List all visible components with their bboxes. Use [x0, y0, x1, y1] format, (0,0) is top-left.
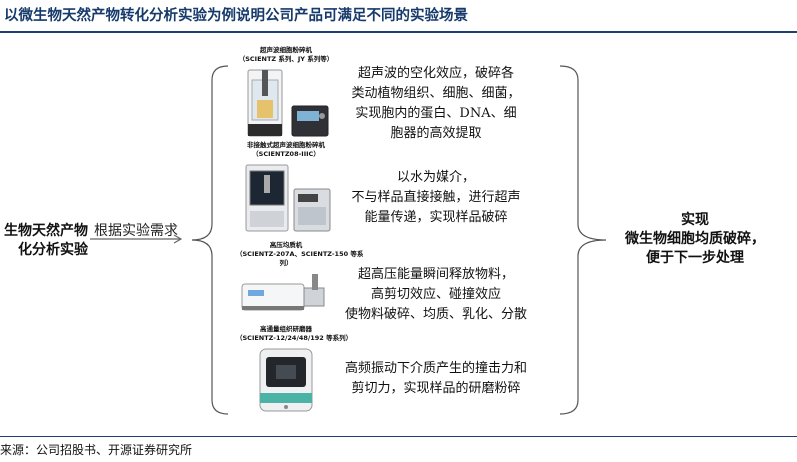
- product-name: 高通量组织研磨器: [236, 325, 336, 334]
- product-high-pressure-homogenizer: 高压均质机 （SCIENTZ-207A、SCIENTZ-150 等系 列）: [236, 241, 336, 314]
- description-line: 类动植物组织、细胞、细菌，: [336, 84, 536, 104]
- description-line: 超高压能量瞬间释放物料，: [336, 265, 536, 285]
- left-label-line-1: 生物天然产物: [0, 222, 88, 241]
- product-name: 超声波细胞粉碎机: [236, 46, 336, 55]
- footer-rule: [0, 436, 797, 437]
- description-line: 能量传递，实现样品破碎: [336, 208, 536, 228]
- product-noncontact-sonicator: 非接触式超声波细胞粉碎机 （SCIENTZ08-IIIC）: [236, 141, 336, 233]
- product-description-1: 超声波的空化效应，破碎各 类动植物组织、细胞、细菌， 实现胞内的蛋白、DNA、细…: [336, 64, 536, 144]
- right-brace-icon: [556, 64, 612, 416]
- description-line: 使物料破碎、均质、乳化、分散: [336, 305, 536, 325]
- result-line-2: 微生物细胞均质破碎，: [610, 230, 780, 249]
- arrow-icon: [90, 230, 186, 246]
- product-model: （SCIENTZ08-IIIC）: [236, 150, 336, 159]
- product-tissue-grinder: 高通量组织研磨器 （SCIENTZ-12/24/48/192 等系列）: [236, 325, 336, 415]
- left-label-line-2: 化分析实验: [0, 241, 88, 260]
- result-line-3: 便于下一步处理: [610, 249, 780, 268]
- description-line: 实现胞内的蛋白、DNA、细: [336, 104, 536, 124]
- description-line: 超声波的空化效应，破碎各: [336, 64, 536, 84]
- result-line-1: 实现: [610, 211, 780, 230]
- product-description-4: 高频振动下介质产生的撞击力和 剪切力，实现样品的研磨粉碎: [336, 359, 536, 399]
- product-model: （SCIENTZ-12/24/48/192 等系列）: [236, 334, 336, 343]
- description-line: 不与样品直接接触，进行超声: [336, 188, 536, 208]
- product-model: （SCIENTZ 系列、JY 系列等）: [236, 55, 336, 64]
- product-description-3: 超高压能量瞬间释放物料， 高剪切效应、碰撞效应 使物料破碎、均质、乳化、分散: [336, 265, 536, 325]
- high-pressure-homogenizer-icon: [238, 270, 334, 314]
- product-model-cont: 列）: [236, 259, 336, 268]
- source-note: 来源：公司招股书、开源证券研究所: [0, 441, 192, 459]
- left-brace-icon: [186, 64, 236, 416]
- description-line: 高剪切效应、碰撞效应: [336, 285, 536, 305]
- product-name: 高压均质机: [236, 241, 336, 250]
- ultrasonic-homogenizer-icon: [238, 66, 334, 140]
- result-label: 实现 微生物细胞均质破碎， 便于下一步处理: [610, 211, 780, 268]
- tissue-grinder-icon: [238, 345, 334, 415]
- description-line: 以水为媒介，: [336, 168, 536, 188]
- product-name: 非接触式超声波细胞粉碎机: [236, 141, 336, 150]
- left-label: 生物天然产物 化分析实验: [0, 222, 88, 260]
- description-line: 高频振动下介质产生的撞击力和: [336, 359, 536, 379]
- product-ultrasonic-homogenizer: 超声波细胞粉碎机 （SCIENTZ 系列、JY 系列等）: [236, 46, 336, 140]
- description-line: 剪切力，实现样品的研磨粉碎: [336, 379, 536, 399]
- noncontact-sonicator-icon: [238, 161, 334, 233]
- product-description-2: 以水为媒介， 不与样品直接接触，进行超声 能量传递，实现样品破碎: [336, 168, 536, 228]
- product-model: （SCIENTZ-207A、SCIENTZ-150 等系: [236, 250, 336, 259]
- title-rule: [0, 31, 797, 33]
- description-line: 胞器的高效提取: [336, 124, 536, 144]
- page-title: 以微生物天然产物转化分析实验为例说明公司产品可满足不同的实验场景: [4, 4, 468, 28]
